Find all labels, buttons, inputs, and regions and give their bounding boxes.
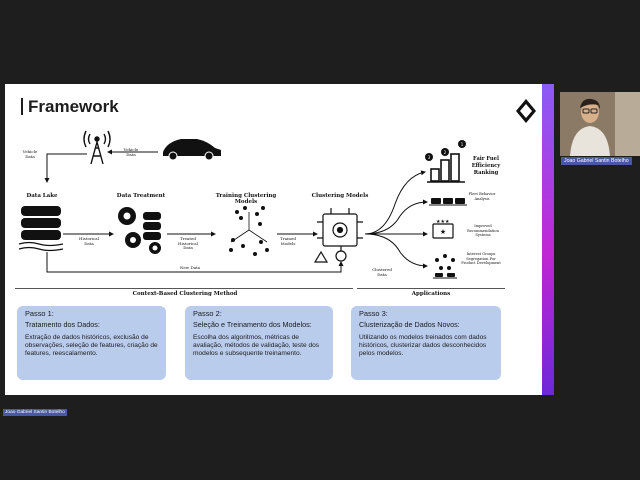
slide-title: Framework: [21, 98, 119, 115]
step-3-heading: Passo 3:: [359, 309, 388, 318]
database-icon: [18, 206, 64, 252]
step-3-body: Utilizando os modelos treinados com dado…: [359, 334, 487, 357]
vehicle-data-left-label: Vehicle Data: [22, 149, 38, 159]
step-3-box: Passo 3: Clusterização de Dados Novos: U…: [351, 306, 501, 380]
interest-groups-icon: [433, 254, 457, 279]
fair-fuel-label: Fair Fuel Efficiency Ranking: [471, 156, 501, 176]
step-1-title: Tratamento dos Dados:: [25, 320, 100, 329]
svg-text:★: ★: [440, 228, 446, 236]
fleet-behavior-label: Fleet Behavior Analysis: [468, 192, 496, 201]
slide-accent-bar: [542, 84, 554, 395]
interest-groups-label: Interest Groups Segregation For Product …: [461, 252, 501, 266]
participant-avatar: [560, 92, 640, 156]
clustering-models-label: Clustering Models: [311, 193, 369, 199]
data-lake-label: Data Lake: [26, 193, 58, 199]
applications-caption: Applications: [411, 291, 451, 297]
step-3-title: Clusterização de Dados Novos:: [359, 320, 460, 329]
participant-video-tile[interactable]: [560, 92, 640, 156]
cluster-scatter-icon: [229, 206, 269, 256]
step-1-body: Extração de dados históricos, exclusão d…: [25, 334, 158, 357]
antenna-tower-icon: [83, 130, 111, 165]
step-1-heading: Passo 1:: [25, 309, 54, 318]
historical-data-label: Historical Data: [79, 236, 99, 246]
step-2-body: Escolha dos algoritmos, métricas de aval…: [193, 334, 320, 357]
step-2-title: Seleção e Treinamento dos Modelos:: [193, 320, 312, 329]
car-icon: [163, 139, 221, 161]
medal-icons: [425, 140, 466, 161]
fleet-trucks-icon: [429, 198, 467, 206]
improved-recommendation-label: Improved Recommendation Systems: [467, 224, 499, 238]
svg-text:★★★: ★★★: [436, 219, 450, 225]
presenter-name-tag: Joao Gabriel Santin Botelho: [561, 157, 632, 165]
vehicle-data-top-label: Vehicle Data: [123, 147, 139, 157]
renault-logo-icon: [516, 99, 536, 123]
model-chip-icon: [313, 208, 363, 263]
method-caption: Context-Based Clustering Method: [132, 291, 238, 297]
trained-models-label: Trained Models: [280, 236, 296, 246]
gears-database-icon: [118, 207, 161, 254]
data-treatment-label: Data Treatment: [116, 193, 166, 199]
framework-diagram: 3 2 1 ★ ★★★: [18, 130, 467, 279]
presentation-slide: Framework: [5, 84, 554, 395]
step-2-heading: Passo 2:: [193, 309, 222, 318]
step-1-box: Passo 1: Tratamento dos Dados: Extração …: [17, 306, 166, 380]
new-data-label: New Data: [179, 265, 201, 270]
training-clustering-label: Training Clustering Models: [215, 193, 277, 205]
rank-2-label: 2: [444, 150, 447, 155]
applications-frame-line: [357, 288, 505, 289]
rank-3-label: 3: [428, 155, 431, 160]
ranking-podium-icon: [427, 153, 465, 183]
method-frame-line: [15, 288, 353, 289]
clustered-data-label: Clustered Data: [372, 267, 392, 277]
self-name-tag: Joao Gabriel Santin Botelho: [3, 409, 67, 416]
step-2-box: Passo 2: Seleção e Treinamento dos Model…: [185, 306, 333, 380]
rank-1-label: 1: [461, 142, 464, 147]
recommendation-stars-icon: ★ ★★★: [432, 219, 454, 239]
treated-historical-label: Treated Historical Data: [178, 236, 198, 251]
